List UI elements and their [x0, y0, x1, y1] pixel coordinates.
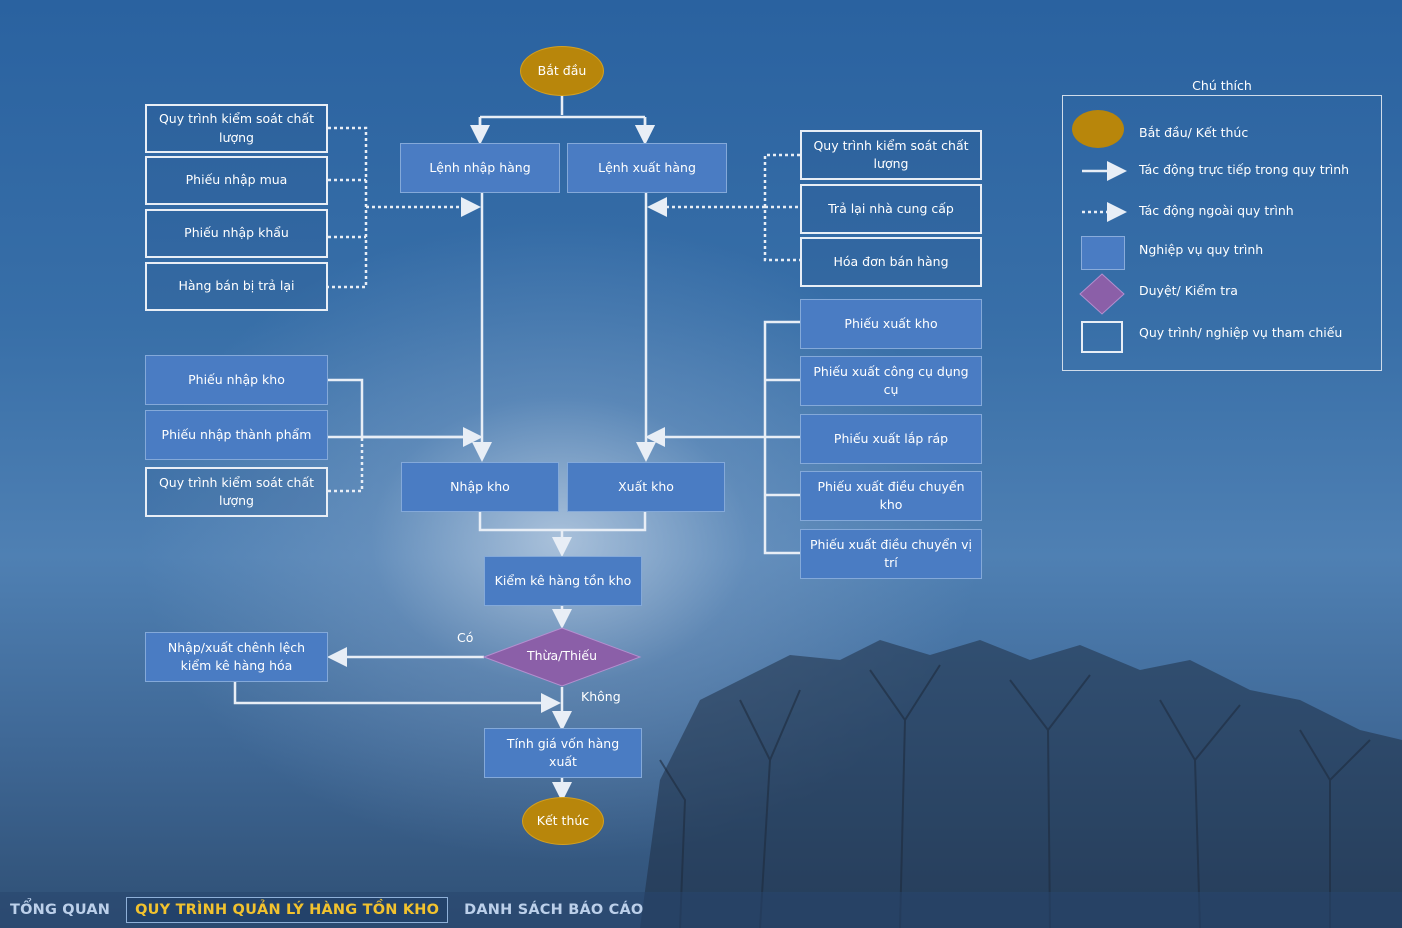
bottom-tab-bar: TỔNG QUAN QUY TRÌNH QUẢN LÝ HÀNG TỒN KHO… — [0, 892, 1402, 928]
stock-out-box[interactable]: Xuất kho — [567, 462, 725, 512]
left-ref-import[interactable]: Phiếu nhập khẩu — [145, 209, 328, 258]
tab-reports[interactable]: DANH SÁCH BÁO CÁO — [464, 902, 644, 918]
decision-diamond — [482, 627, 642, 687]
right-ref-quality[interactable]: Quy trình kiểm soát chất lượng — [800, 130, 982, 180]
finished-goods-in-slip[interactable]: Phiếu nhập thành phẩm — [145, 410, 328, 460]
legend-reference-icon — [1081, 321, 1123, 353]
tab-overview[interactable]: TỔNG QUAN — [10, 902, 111, 918]
legend-process-icon — [1081, 236, 1125, 270]
left-ref-returned-sales[interactable]: Hàng bán bị trả lại — [145, 262, 328, 311]
legend-process: Nghiệp vụ quy trình — [1139, 242, 1264, 257]
cost-calc-box[interactable]: Tính giá vốn hàng xuất — [484, 728, 642, 778]
tools-out-slip[interactable]: Phiếu xuất công cụ dụng cụ — [800, 356, 982, 406]
stock-in-box[interactable]: Nhập kho — [401, 462, 559, 512]
right-ref-return-supplier[interactable]: Trả lại nhà cung cấp — [800, 184, 982, 234]
export-order-box[interactable]: Lệnh xuất hàng — [567, 143, 727, 193]
legend-external: Tác động ngoài quy trình — [1139, 203, 1294, 218]
tab-inventory-process[interactable]: QUY TRÌNH QUẢN LÝ HÀNG TỒN KHO — [126, 897, 449, 923]
legend-reference: Quy trình/ nghiệp vụ tham chiếu — [1139, 325, 1343, 340]
stock-in-slip[interactable]: Phiếu nhập kho — [145, 355, 328, 405]
end-node[interactable]: Kết thúc — [522, 797, 604, 845]
legend-oval-icon — [1072, 110, 1124, 148]
variance-entry-box[interactable]: Nhập/xuất chênh lệch kiểm kê hàng hóa — [145, 632, 328, 682]
start-node[interactable]: Bắt đầu — [520, 46, 604, 96]
legend-direct: Tác động trực tiếp trong quy trình — [1139, 162, 1350, 177]
decision-label[interactable]: Thừa/Thiếu — [527, 648, 597, 663]
legend-title: Chú thích — [1192, 78, 1252, 93]
legend-start-end: Bắt đầu/ Kết thúc — [1139, 125, 1249, 140]
import-order-box[interactable]: Lệnh nhập hàng — [400, 143, 560, 193]
left-ref-quality[interactable]: Quy trình kiểm soát chất lượng — [145, 104, 328, 153]
legend-approval: Duyệt/ Kiểm tra — [1139, 283, 1238, 298]
left-ref-purchase[interactable]: Phiếu nhập mua — [145, 156, 328, 205]
right-ref-sales-invoice[interactable]: Hóa đơn bán hàng — [800, 237, 982, 287]
decision-no-label: Không — [581, 689, 621, 704]
location-transfer-slip[interactable]: Phiếu xuất điều chuyển vị trí — [800, 529, 982, 579]
warehouse-transfer-slip[interactable]: Phiếu xuất điều chuyển kho — [800, 471, 982, 521]
stock-out-slip[interactable]: Phiếu xuất kho — [800, 299, 982, 349]
legend-box — [1062, 95, 1382, 371]
inventory-count-box[interactable]: Kiểm kê hàng tồn kho — [484, 556, 642, 606]
assembly-out-slip[interactable]: Phiếu xuất lắp ráp — [800, 414, 982, 464]
decision-yes-label: Có — [457, 630, 474, 645]
left-in-ref-quality[interactable]: Quy trình kiểm soát chất lượng — [145, 467, 328, 517]
